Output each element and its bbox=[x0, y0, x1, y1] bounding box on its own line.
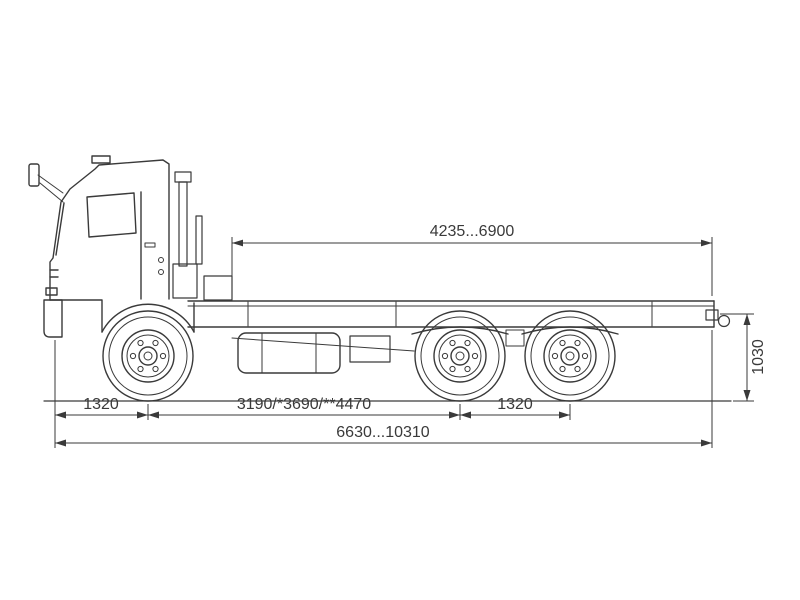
air-intake-and-exhaust bbox=[172, 171, 233, 301]
mirror bbox=[28, 163, 40, 187]
dim-label-rear-axle-spacing: 1320 bbox=[497, 396, 533, 413]
tow-hook bbox=[705, 309, 731, 328]
truck-drawing bbox=[28, 155, 732, 402]
dim-extension-lines bbox=[54, 330, 713, 448]
dim-frame-height: 1030 bbox=[720, 313, 767, 402]
dimensions: 4235...6900 1030 bbox=[54, 223, 767, 448]
mirror-arms bbox=[37, 174, 64, 203]
dim-overall-length: 6630...10310 bbox=[55, 424, 712, 447]
door-handle bbox=[144, 242, 156, 248]
dim-label-frame-height: 1030 bbox=[750, 339, 767, 375]
dim-label-front-overhang: 1320 bbox=[83, 396, 119, 413]
dim-rear-axle-spacing: 1320 bbox=[460, 396, 570, 419]
front-wheel-arch bbox=[101, 303, 195, 333]
cab bbox=[28, 155, 195, 338]
driveshaft bbox=[231, 337, 415, 352]
roof-marker-box bbox=[91, 155, 111, 164]
dim-label-overall-length: 6630...10310 bbox=[336, 424, 430, 441]
dim-label-top-span: 4235...6900 bbox=[430, 223, 515, 240]
dim-label-wheelbase: 3190/*3690/**4470 bbox=[237, 396, 371, 413]
side-window bbox=[86, 192, 137, 238]
dim-wheelbase: 3190/*3690/**4470 bbox=[148, 396, 460, 419]
dim-front-overhang: 1320 bbox=[55, 396, 148, 419]
windshield-edge bbox=[55, 202, 65, 256]
fuel-tank bbox=[237, 332, 341, 374]
dim-top-span: 4235...6900 bbox=[231, 223, 713, 296]
front-bumper bbox=[43, 299, 63, 338]
headlight bbox=[45, 287, 58, 296]
